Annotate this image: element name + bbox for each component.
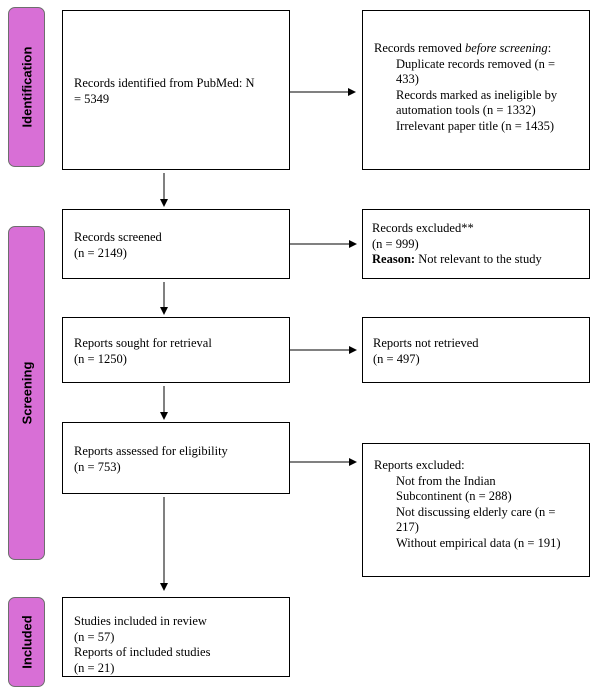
box-reports-excluded: Reports excluded: Not from the Indian Su… xyxy=(362,443,590,577)
included-line-1: Studies included in review xyxy=(74,614,207,628)
reports-excluded-line-5: Without empirical data (n = 191) xyxy=(396,535,561,550)
not-retrieved-line-2: (n = 497) xyxy=(373,351,420,366)
box-reports-not-retrieved: Reports not retrieved (n = 497) xyxy=(362,317,590,383)
reports-excluded-line-1: Not from the Indian xyxy=(396,473,496,488)
box-reports-sought: Reports sought for retrieval (n = 1250) xyxy=(62,317,290,383)
not-retrieved-line-1: Reports not retrieved xyxy=(373,336,479,350)
box-records-excluded: Records excluded** (n = 999) Reason: Not… xyxy=(362,209,590,279)
excluded-line-2: (n = 999) xyxy=(372,236,419,251)
removed-line-1: Duplicate records removed (n = xyxy=(396,56,556,71)
excluded-reason: Reason: Not relevant to the study xyxy=(372,252,589,268)
excluded-reason-label: Reason: xyxy=(372,252,416,266)
phase-included: Included xyxy=(8,597,45,687)
assessed-line-2: (n = 753) xyxy=(74,459,121,474)
sought-line-1: Reports sought for retrieval xyxy=(74,336,212,350)
removed-line-4: automation tools (n = 1332) xyxy=(396,103,536,117)
removed-line-2: 433) xyxy=(396,72,419,86)
removed-intro-emphasis: before screening xyxy=(464,41,548,55)
included-line-4: (n = 21) xyxy=(74,660,115,675)
box-records-screened: Records screened (n = 2149) xyxy=(62,209,290,279)
reports-excluded-line-2: Subcontinent (n = 288) xyxy=(396,489,512,503)
box-reports-assessed: Reports assessed for eligibility (n = 75… xyxy=(62,422,290,494)
removed-intro: Records removed before screening: xyxy=(374,41,589,57)
screened-line-1: Records screened xyxy=(74,230,162,244)
included-line-2: (n = 57) xyxy=(74,629,115,644)
sought-line-2: (n = 1250) xyxy=(74,351,127,366)
screened-line-2: (n = 2149) xyxy=(74,245,127,260)
box-studies-included: Studies included in review (n = 57) Repo… xyxy=(62,597,290,677)
removed-intro-text: Records removed xyxy=(374,41,465,55)
included-line-3: Reports of included studies xyxy=(74,645,211,659)
identified-line-2: = 5349 xyxy=(74,91,110,106)
removed-intro-colon: : xyxy=(547,41,552,55)
reports-excluded-line-4: 217) xyxy=(396,520,419,534)
removed-line-5: Irrelevant paper title (n = 1435) xyxy=(396,118,555,133)
reports-excluded-line-3: Not discussing elderly care (n = xyxy=(396,504,556,519)
identified-line-1: Records identified from PubMed: N xyxy=(74,76,255,90)
removed-line-3: Records marked as ineligible by xyxy=(396,87,558,102)
assessed-line-1: Reports assessed for eligibility xyxy=(74,444,228,458)
phase-screening: Screening xyxy=(8,226,45,560)
reports-excluded-title: Reports excluded: xyxy=(374,458,465,472)
phase-identification: Identification xyxy=(8,7,45,167)
excluded-line-1: Records excluded** xyxy=(372,221,474,235)
excluded-reason-text: Not relevant to the study xyxy=(415,252,542,266)
box-records-removed: Records removed before screening: Duplic… xyxy=(362,10,590,170)
box-records-identified: Records identified from PubMed: N = 5349 xyxy=(62,10,290,170)
